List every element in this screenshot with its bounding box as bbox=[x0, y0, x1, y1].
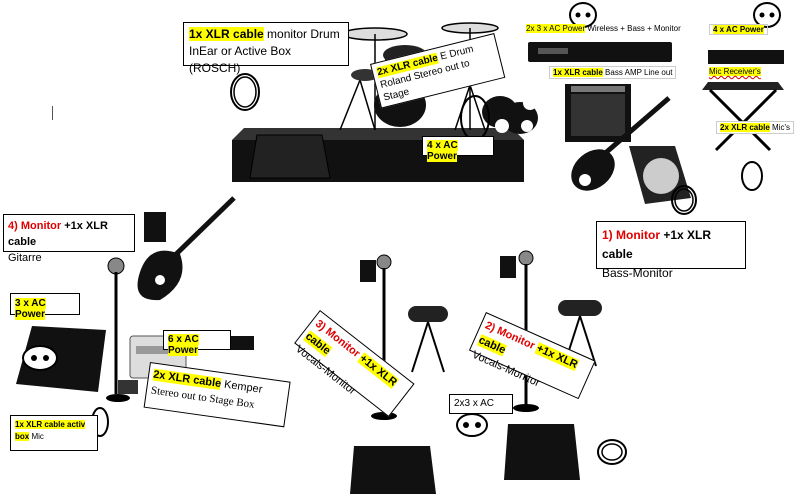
drum-power-label: 4 x AC Power bbox=[422, 136, 494, 162]
kemper-power-text: 6 x AC Power bbox=[168, 334, 199, 356]
power-socket-icon bbox=[22, 345, 58, 371]
vocal3-monitor-wedge bbox=[350, 446, 436, 494]
active-box-box: box bbox=[15, 432, 30, 441]
guitar-monitor-cable: +1x XLR cable bbox=[8, 220, 108, 248]
mic-receivers-label: Mic Receiver's bbox=[709, 67, 761, 76]
receiver-stand-icon bbox=[702, 82, 784, 152]
drum-cable-coil bbox=[230, 73, 260, 111]
guitar-monitor-number: 4) Monitor bbox=[8, 220, 65, 232]
guitar-monitor-wedge bbox=[16, 326, 106, 392]
cable-coil-icon bbox=[741, 161, 763, 191]
right-power-label: 4 x AC Power bbox=[709, 24, 768, 35]
drum-monitor-text: monitor Drum bbox=[263, 27, 340, 41]
mic-receivers-text: Mic Receiver's bbox=[709, 67, 761, 76]
power-socket-icon bbox=[456, 413, 488, 437]
guitar-monitor-label: 4) Monitor +1x XLR cable Gitarre bbox=[3, 214, 135, 264]
active-box-mic: Mic bbox=[29, 432, 44, 441]
wireless-receiver-icon bbox=[528, 42, 672, 62]
drum-monitor-highlight: 1x XLR cable bbox=[189, 27, 264, 41]
cable-coil-icon bbox=[671, 185, 697, 215]
guitar-mic-stand bbox=[106, 257, 130, 402]
right-power-text: 4 x AC Power bbox=[713, 25, 764, 34]
bass-amp-label: 1x XLR cable Bass AMP Line out bbox=[549, 66, 677, 79]
cable-coil-icon bbox=[597, 439, 627, 465]
ac-2x3-text: 2x3 x AC bbox=[454, 398, 495, 409]
power-socket-icon bbox=[753, 2, 781, 28]
electric-guitar-icon bbox=[137, 196, 236, 301]
guitar-monitor-desc: Gitarre bbox=[8, 252, 42, 264]
wireless-power-label: 2x 3 x AC Power Wireless + Bass + Monito… bbox=[526, 24, 681, 33]
drum-monitor-line2: InEar or Active Box (ROSCH) bbox=[189, 44, 292, 75]
drum-monitor-label: 1x XLR cable monitor Drum InEar or Activ… bbox=[183, 22, 349, 75]
kemper-power-label: 6 x AC Power bbox=[163, 330, 231, 356]
active-box-highlight: 1x XLR cable activ bbox=[15, 420, 86, 429]
mics-cable-label: 2x XLR cable Mic's bbox=[716, 121, 795, 134]
wireless-power-text: Wireless + Bass + Monitor bbox=[585, 24, 681, 33]
mic-receiver-icon bbox=[708, 50, 784, 64]
mics-cable-text: Mic's bbox=[769, 123, 791, 132]
ac-2x3-label: 2x3 x AC bbox=[449, 394, 513, 414]
mics-cable-highlight: 2x XLR cable bbox=[720, 123, 770, 132]
bass-amp-highlight: 1x XLR cable bbox=[553, 68, 603, 77]
guitar-power-label: 3 x AC Power bbox=[10, 293, 80, 320]
bass-monitor-cable: +1x XLR cable bbox=[602, 228, 712, 261]
guitar-wireless-pack bbox=[144, 212, 166, 242]
bass-guitar-icon bbox=[571, 96, 671, 191]
guitar-power-text: 3 x AC Power bbox=[15, 298, 46, 320]
vocal3-stool bbox=[408, 306, 448, 373]
bass-monitor-desc: Bass-Monitor bbox=[602, 266, 673, 280]
wireless-power-highlight: 2x 3 x AC Power bbox=[526, 24, 586, 33]
text-cursor bbox=[52, 106, 53, 120]
bass-monitor-number: 1) Monitor bbox=[602, 228, 664, 242]
vocal2-monitor-wedge bbox=[504, 424, 580, 480]
bass-amp-icon bbox=[565, 84, 631, 142]
active-box-label: 1x XLR cable activ box Mic bbox=[10, 415, 98, 451]
bass-amp-text: Bass AMP Line out bbox=[602, 68, 673, 77]
drum-power-text: 4 x AC Power bbox=[427, 140, 458, 162]
bass-monitor-label: 1) Monitor +1x XLR cable Bass-Monitor bbox=[596, 221, 746, 280]
